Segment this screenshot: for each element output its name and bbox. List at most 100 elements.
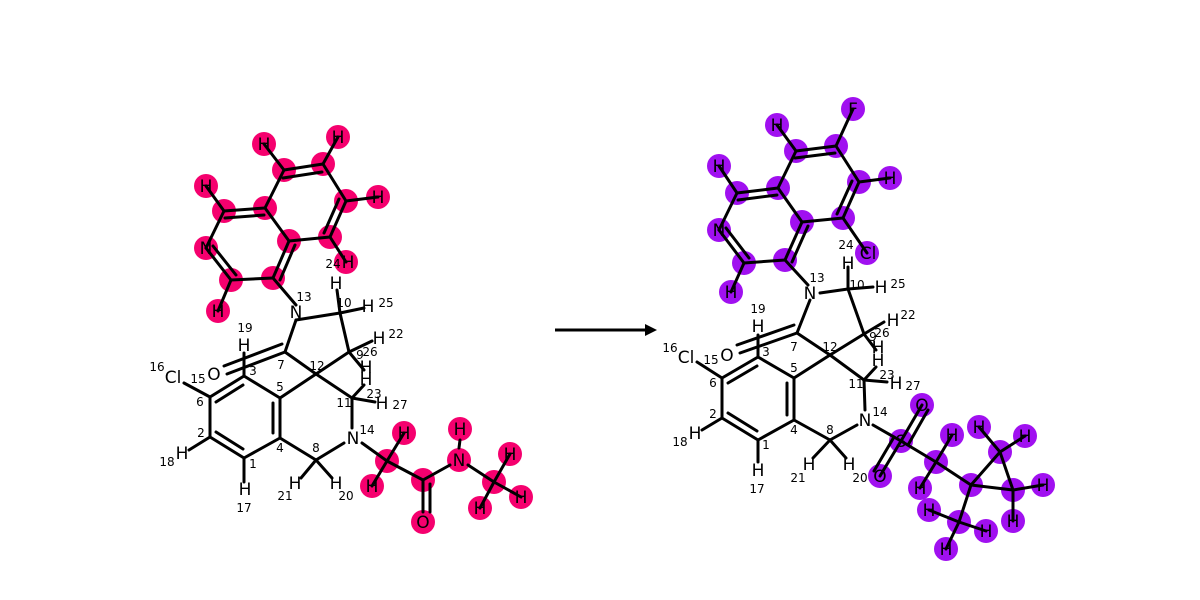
atom-number: 22: [900, 308, 915, 322]
atom-quin-h5: H: [212, 302, 225, 322]
atom-sulfonyl-o2: O: [873, 467, 886, 487]
atom-number: 13: [809, 271, 824, 285]
atom-number: 24: [838, 238, 853, 252]
atom-number: 5: [276, 380, 284, 394]
atom-n13: N: [290, 303, 303, 323]
atom-h27: H: [376, 394, 389, 414]
atom-number: 10: [849, 278, 864, 292]
atom-number: 12: [309, 359, 324, 373]
atom-number: 20: [338, 489, 353, 503]
atom-number: 3: [249, 364, 257, 378]
atom-number: 5: [790, 361, 798, 375]
atom-number: 9: [356, 348, 364, 362]
atom-number: 20: [852, 471, 867, 485]
atom-number: 18: [672, 435, 687, 449]
atom-number: 1: [249, 457, 257, 471]
atom-quin-n: N: [713, 221, 726, 241]
atom-number: 21: [790, 471, 805, 485]
atom-h26: H: [872, 338, 885, 358]
atom-n13: N: [804, 284, 817, 304]
atom-number: 1: [762, 438, 770, 452]
atom-number: 16: [149, 360, 164, 374]
atom-quin-h3: H: [200, 177, 213, 197]
atom-number: 7: [790, 340, 798, 354]
atom-alkyl-h1: H: [946, 426, 959, 446]
atom-h25: H: [362, 297, 375, 317]
atom-number: 6: [709, 376, 717, 390]
atom-methyl-h2: H: [515, 488, 528, 508]
atom-h20: H: [330, 474, 343, 494]
atom-amide-o: O: [416, 513, 429, 533]
atom-quin-n: N: [200, 239, 213, 259]
atom-number: 21: [277, 489, 292, 503]
atom-number: 14: [872, 405, 887, 419]
atom-alkyl-h8: H: [980, 522, 993, 542]
atom-n14: N: [347, 429, 360, 449]
atom-number: 8: [312, 441, 320, 455]
atom-alkyl-h5: H: [1037, 476, 1050, 496]
atom-number: 27: [392, 398, 407, 412]
atom-h25: H: [875, 278, 888, 298]
atom-number: 3: [762, 345, 770, 359]
atom-number: 4: [790, 423, 798, 437]
atom-quin-h4: H: [372, 188, 385, 208]
atom-number: 2: [197, 426, 205, 440]
atom-number: 23: [879, 368, 894, 382]
atom-h26: H: [360, 358, 373, 378]
atom-number: 17: [236, 501, 251, 515]
reactant-atom-numbers: 1 2 3 4 5 6 7 8 9 10 11 12 13 14 15 16 1…: [149, 257, 407, 515]
atom-quin-f: F: [848, 100, 858, 120]
atom-h22: H: [887, 311, 900, 331]
atom-number: 10: [336, 296, 351, 310]
atom-number: 13: [296, 290, 311, 304]
atom-number: 25: [890, 277, 905, 291]
atom-number: 19: [237, 321, 252, 335]
atom-h19: H: [752, 317, 765, 337]
atom-number: 6: [196, 395, 204, 409]
atom-quin-h1: H: [258, 135, 271, 155]
atom-number: 12: [822, 340, 837, 354]
atom-alkyl-h3: H: [973, 418, 986, 438]
atom-number: 7: [277, 358, 285, 372]
atom-number: 4: [276, 441, 284, 455]
atom-h21: H: [803, 455, 816, 475]
atom-alkyl-h2: H: [914, 479, 927, 499]
atom-o3: O: [207, 365, 220, 385]
reactant-atom-labels: O Cl H N H H H H H H N H H H H H H H H N…: [165, 128, 528, 533]
atom-number: 18: [159, 455, 174, 469]
atom-amide-n: N: [453, 451, 466, 471]
atom-h18: H: [176, 444, 189, 464]
product-atom-numbers: 1 2 3 4 5 6 7 8 9 10 11 12 13 14 15 16 1…: [662, 238, 920, 496]
atom-number: 19: [750, 302, 765, 316]
atom-quin-h3: H: [884, 169, 897, 189]
atom-h23: H: [872, 351, 885, 371]
atom-number: 23: [366, 387, 381, 401]
atom-number: 11: [848, 377, 863, 391]
atom-cl15: Cl: [678, 348, 695, 368]
atom-h-c10a: H: [842, 254, 855, 274]
atom-methyl-h1: H: [504, 445, 517, 465]
atom-number: 9: [869, 330, 877, 344]
atom-h27: H: [890, 374, 903, 394]
atom-cl15: Cl: [165, 368, 182, 388]
atom-number: 22: [388, 327, 403, 341]
product-atom-labels: O Cl H N H H H H H H N H H H H H F H H N…: [678, 100, 1050, 560]
atom-h17: H: [752, 461, 765, 481]
atom-methyl-h3: H: [474, 499, 487, 519]
atom-number: 2: [709, 407, 717, 421]
atom-number: 24: [325, 257, 340, 271]
atom-h17: H: [239, 480, 252, 500]
atom-alkyl-h6: H: [1007, 512, 1020, 532]
atom-number: 27: [905, 379, 920, 393]
atom-quin-h1: H: [771, 116, 784, 136]
atom-number: 17: [749, 482, 764, 496]
product-bonds: [695, 107, 1045, 551]
atom-quin-h4: H: [725, 283, 738, 303]
atom-alkyl-h9: H: [940, 540, 953, 560]
atom-number: 11: [336, 396, 351, 410]
atom-amide-h2: H: [366, 477, 379, 497]
atom-quin-cl: Cl: [860, 244, 877, 264]
atom-amide-h3: H: [454, 420, 467, 440]
atom-number: 15: [703, 353, 718, 367]
